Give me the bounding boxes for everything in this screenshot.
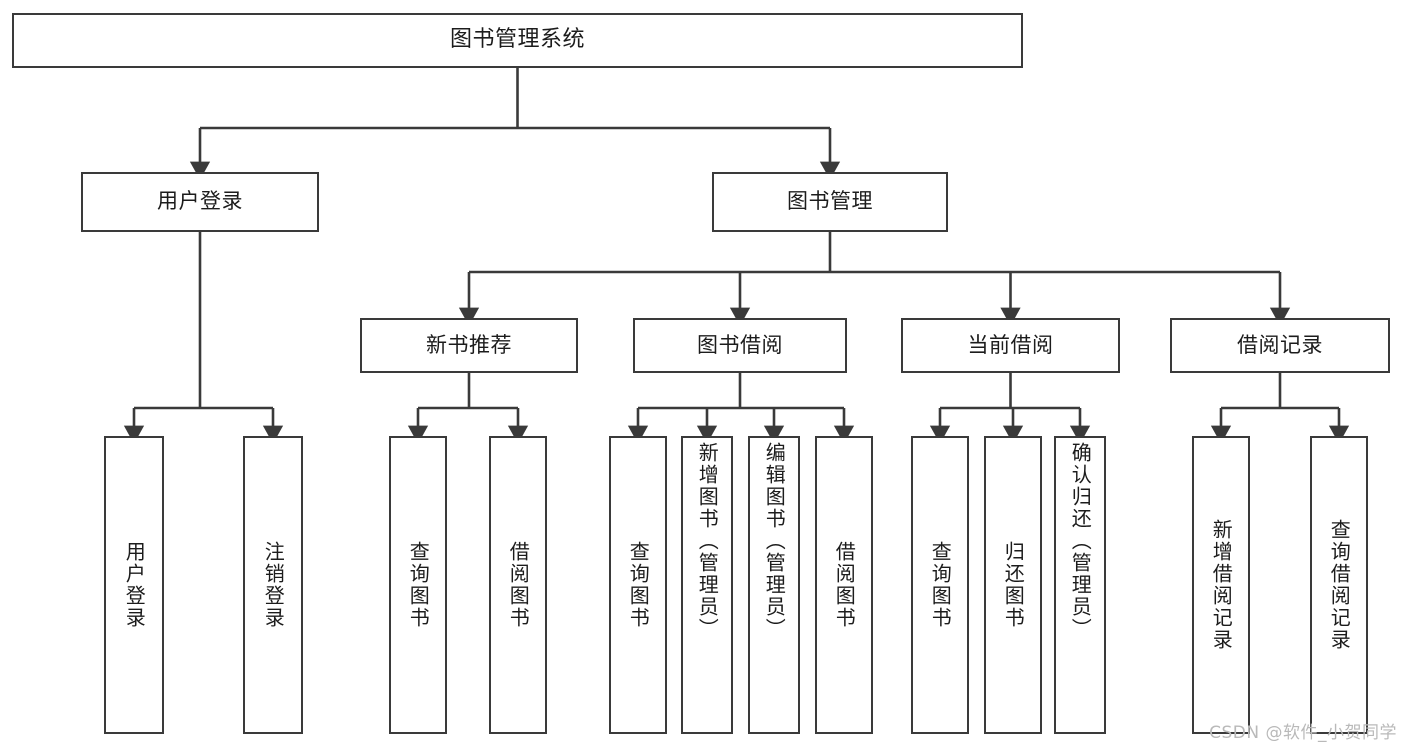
node-label: 当前借阅 — [967, 332, 1054, 357]
node-leaf-user-login[interactable]: 用户登录 — [104, 436, 164, 734]
node-new-book-rec[interactable]: 新书推荐 — [360, 318, 578, 373]
node-label: 图书借阅 — [697, 332, 783, 357]
node-leaf-query-book-3[interactable]: 查询图书 — [911, 436, 969, 734]
node-label: 用户登录 — [157, 189, 243, 214]
node-current-borrow[interactable]: 当前借阅 — [901, 318, 1120, 373]
node-book-manage[interactable]: 图书管理 — [712, 172, 948, 232]
node-leaf-add-book[interactable]: 新增图书（管理员） — [681, 436, 733, 734]
node-leaf-query-record[interactable]: 查询借阅记录 — [1310, 436, 1368, 734]
node-leaf-return-book[interactable]: 归还图书 — [984, 436, 1042, 734]
node-label: 用户登录 — [122, 541, 147, 629]
node-label: 新增图书（管理员） — [695, 442, 720, 640]
node-leaf-query-book-1[interactable]: 查询图书 — [389, 436, 447, 734]
node-label: 图书管理系统 — [449, 27, 585, 53]
node-root[interactable]: 图书管理系统 — [12, 13, 1023, 68]
node-label: 编辑图书（管理员） — [762, 442, 787, 640]
node-label: 确认归还（管理员） — [1068, 442, 1093, 640]
node-label: 查询图书 — [626, 541, 651, 629]
node-label: 新书推荐 — [426, 332, 512, 357]
node-label: 归还图书 — [1001, 541, 1026, 629]
node-leaf-edit-book[interactable]: 编辑图书（管理员） — [748, 436, 800, 734]
node-book-borrow[interactable]: 图书借阅 — [633, 318, 847, 373]
node-label: 图书管理 — [787, 189, 873, 214]
node-label: 注销登录 — [261, 541, 286, 629]
node-leaf-add-record[interactable]: 新增借阅记录 — [1192, 436, 1250, 734]
node-leaf-confirm-return[interactable]: 确认归还（管理员） — [1054, 436, 1106, 734]
node-leaf-query-book-2[interactable]: 查询图书 — [609, 436, 667, 734]
node-label: 借阅图书 — [506, 541, 531, 629]
node-label: 借阅图书 — [832, 541, 857, 629]
node-leaf-borrow-book-1[interactable]: 借阅图书 — [489, 436, 547, 734]
node-label: 借阅记录 — [1237, 332, 1323, 357]
node-label: 查询图书 — [406, 541, 431, 629]
watermark-text: CSDN @软件_小贺同学 — [1209, 723, 1397, 743]
node-leaf-logout[interactable]: 注销登录 — [243, 436, 303, 734]
node-label: 查询图书 — [928, 541, 953, 629]
node-borrow-record[interactable]: 借阅记录 — [1170, 318, 1390, 373]
node-label: 新增借阅记录 — [1209, 519, 1234, 651]
node-user-login[interactable]: 用户登录 — [81, 172, 319, 232]
node-label: 查询借阅记录 — [1327, 519, 1352, 651]
node-leaf-borrow-book-2[interactable]: 借阅图书 — [815, 436, 873, 734]
